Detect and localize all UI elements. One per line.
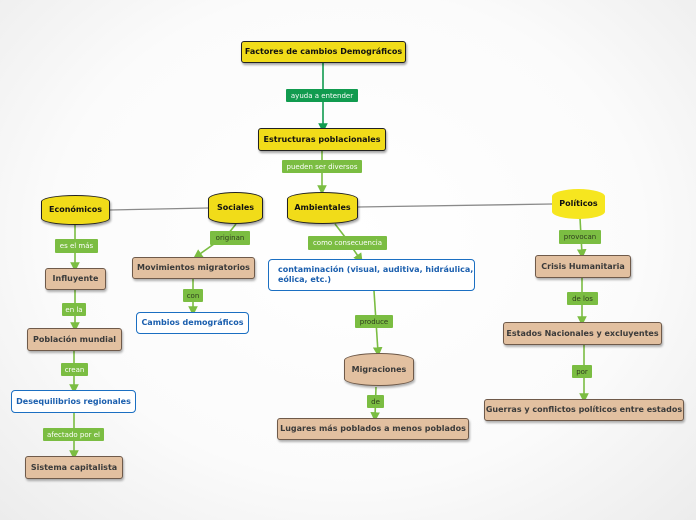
root-node[interactable]: Factores de cambios Demográficos: [241, 41, 406, 63]
label-originan: originan: [210, 231, 250, 245]
lugares-node[interactable]: Lugares más poblados a menos poblados: [277, 418, 469, 440]
sistema-capitalista-node[interactable]: Sistema capitalista: [25, 456, 123, 479]
contaminacion-node[interactable]: contaminación (visual, auditiva, hidrául…: [268, 259, 475, 291]
migraciones-node[interactable]: Migraciones: [344, 353, 414, 386]
ambientales-node[interactable]: Ambientales: [287, 192, 358, 224]
label-de-los: de los: [567, 292, 598, 305]
estructuras-node[interactable]: Estructuras poblacionales: [258, 128, 386, 151]
influyente-node[interactable]: Influyente: [45, 268, 106, 290]
poblacion-mundial-node[interactable]: Población mundial: [27, 328, 122, 351]
desequilibrios-node[interactable]: Desequilibrios regionales: [11, 390, 136, 413]
label-de: de: [367, 395, 384, 408]
label-provocan: provocan: [559, 230, 601, 244]
cambios-node[interactable]: Cambios demográficos: [136, 312, 249, 334]
label-es-el-mas: es el más: [55, 239, 98, 253]
label-afectado: afectado por el: [43, 428, 104, 441]
label-produce: produce: [355, 315, 393, 328]
crisis-node[interactable]: Crisis Humanitaria: [535, 255, 631, 278]
sociales-node[interactable]: Sociales: [208, 192, 263, 224]
label-por: por: [572, 365, 592, 378]
guerras-node[interactable]: Guerras y conflictos políticos entre est…: [484, 399, 684, 421]
movimientos-node[interactable]: Movimientos migratorios: [132, 257, 255, 279]
politicos-node[interactable]: Políticos: [552, 189, 605, 219]
label-en-la: en la: [62, 303, 86, 316]
label-crean: crean: [61, 363, 88, 376]
label-con: con: [183, 289, 203, 302]
label-pueden: pueden ser diversos: [282, 160, 362, 173]
label-ayuda: ayuda a entender: [286, 89, 358, 102]
economicos-node[interactable]: Económicos: [41, 195, 110, 225]
estados-node[interactable]: Estados Nacionales y excluyentes: [503, 322, 662, 345]
label-como: como consecuencia: [308, 236, 387, 250]
